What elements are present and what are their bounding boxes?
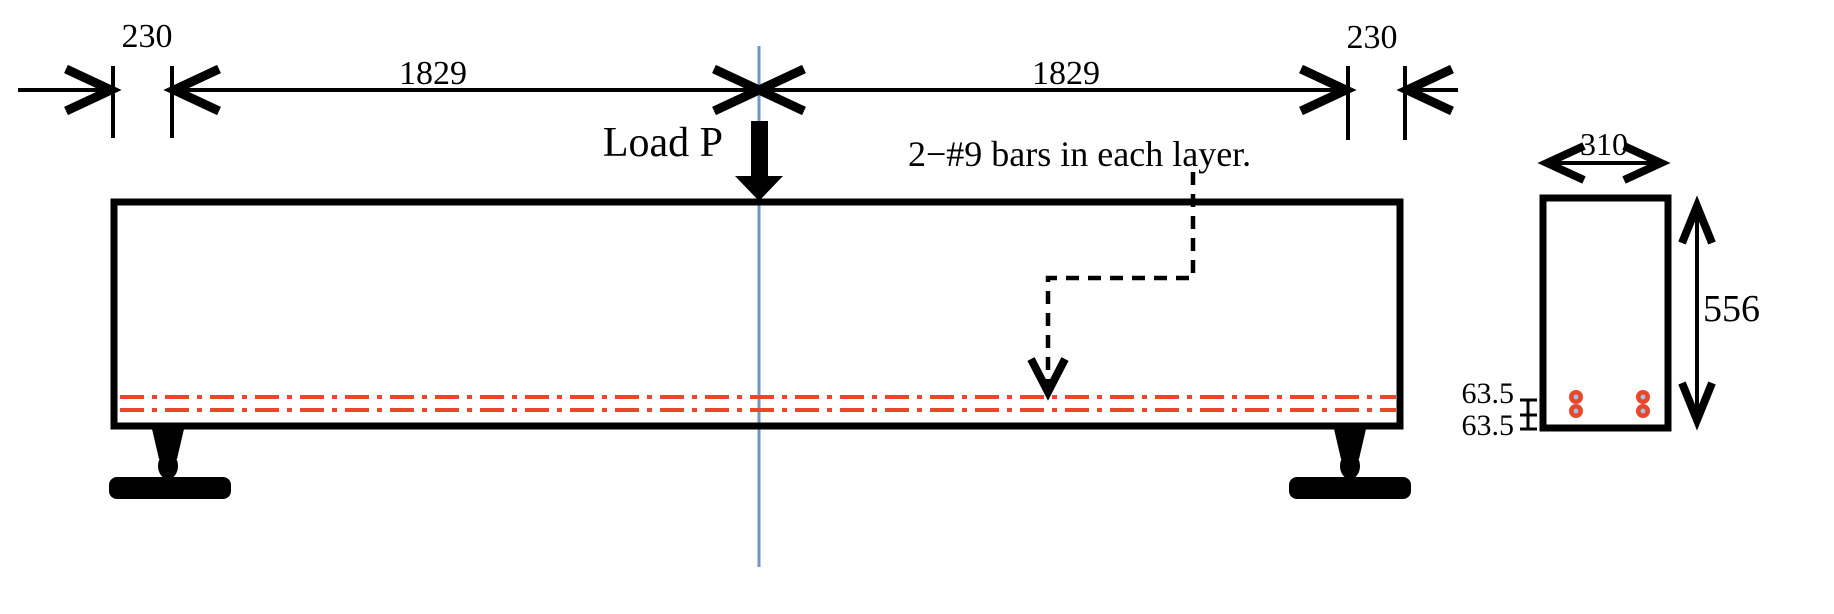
rebar-dot-core [1640,408,1646,414]
arrowhead-right-icon [1622,142,1671,184]
arrowhead-down-icon [1027,357,1069,401]
right-span-label: 1829 [1032,55,1100,92]
load-arrow-shaft [751,121,768,178]
section-outline [1539,194,1672,432]
arrowhead-left-icon [748,64,806,116]
rebar-note-leader [1027,172,1196,401]
section-height-dim: 556 [1678,195,1760,431]
left-overhang-label: 230 [122,18,173,55]
load-arrow-head [735,176,783,201]
support-base [1289,477,1411,499]
support-block [152,429,184,459]
rebar-note-label: 2−#9 bars in each layer. [908,134,1251,174]
left-overhang-dim: 230 [18,18,174,138]
section-width-label: 310 [1580,126,1628,162]
arrowhead-up-icon [1678,195,1716,245]
support-block [1334,429,1366,459]
right-overhang-dim: 230 [1346,19,1458,140]
layer-spacing-label: 63.5 [1462,377,1515,410]
support-base [109,477,231,499]
left-span-dim: 1829 [163,55,770,116]
rebar-dot-core [1573,394,1579,400]
beam-outline [110,198,1404,430]
cover-dims: 63.5 63.5 [1462,377,1537,442]
section-rebars [1569,390,1650,418]
right-overhang-label: 230 [1347,19,1398,56]
rebar-dot-core [1573,408,1579,414]
support-roller [1340,453,1360,479]
support-roller [158,453,178,479]
section-height-label: 556 [1703,288,1760,330]
rebar-dot-core [1640,394,1646,400]
bottom-cover-label: 63.5 [1462,409,1515,442]
left-support [109,429,231,499]
load-arrow-icon [735,121,783,201]
cross-section: 310 556 63.5 63.5 [1462,126,1761,442]
dimension-row: 230 1829 1829 230 [18,18,1458,140]
arrowhead-left-icon [1537,142,1586,184]
arrowhead-down-icon [1678,381,1716,431]
arrowhead-left-icon [163,64,221,116]
left-span-label: 1829 [399,55,467,92]
leader-dashed-line [1045,172,1196,386]
cover-tick-bracket [1520,398,1537,431]
right-span-dim: 1829 [748,55,1357,116]
right-support [1289,429,1411,499]
arrowhead-left-icon [1396,64,1454,116]
load-label: Load P [603,120,723,166]
section-width-dim: 310 [1537,126,1671,184]
